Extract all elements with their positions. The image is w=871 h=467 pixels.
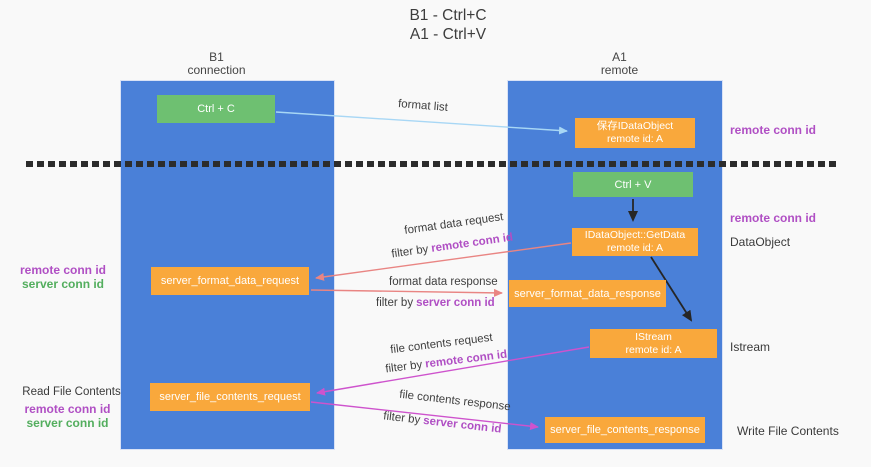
node-idataobject-getdata: IDataObject::GetData remote id: A [572,228,698,256]
label-group-conn-ids-top: remote conn id server conn id [8,263,118,291]
node-save-idataobject: 保存IDataObject remote id: A [575,118,695,148]
label-server-conn-id-left-bottom: server conn id [26,415,109,430]
filter-by-text: filter by [384,358,423,376]
label-remote-conn-id-left-bottom: remote conn id [24,402,111,416]
node-ctrl-c: Ctrl + C [157,95,275,123]
lane-b1-subtitle: connection [187,63,246,77]
diagram-title: B1 - Ctrl+C A1 - Ctrl+V [298,6,598,44]
getdata-line1: IDataObject::GetData [584,229,686,241]
node-server-format-data-response: server_format_data_response [509,280,666,307]
label-file-contents-response: file contents response [398,388,512,414]
node-istream: IStream remote id: A [590,329,717,358]
label-write-file-contents: Write File Contents [737,424,839,438]
ctrl-c-label: Ctrl + C [197,103,235,115]
lane-a1-subtitle: remote [600,63,639,77]
remote-conn-id-text: remote conn id [430,231,514,255]
dashed-separator-line [26,161,837,167]
title-line-2: A1 - Ctrl+V [409,26,487,43]
label-remote-conn-id-right-top: remote conn id [730,123,817,137]
getdata-line2: remote id: A [606,242,664,254]
istream-line1: IStream [635,330,672,343]
title-line-1: B1 - Ctrl+C [409,7,487,24]
label-remote-conn-id-right-mid: remote conn id [730,211,817,225]
lane-a1-title: A1 [612,50,627,64]
server-conn-id-text: server conn id [416,297,495,309]
node-server-file-contents-request: server_file_contents_request [150,383,310,411]
label-format-data-request: format data request [403,211,505,237]
node-server-file-contents-response: server_file_contents_response [545,417,705,443]
label-format-data-response: format data response [389,276,498,288]
server-file-contents-response-label: server_file_contents_response [550,424,700,436]
label-group-conn-ids-bottom: remote conn id server conn id [8,402,127,430]
lane-header-b1: B1 connection [109,51,324,77]
save-idataobject-line2: remote id: A [606,133,664,145]
label-server-conn-id-left-top: server conn id [21,276,105,291]
label-format-list: format list [397,98,449,114]
lane-header-a1: A1 remote [512,51,727,77]
remote-conn-id-text: remote conn id [424,348,508,371]
save-idataobject-line1: 保存IDataObject [596,120,674,132]
filter-by-text: filter by [382,410,421,427]
label-remote-conn-id-left-top: remote conn id [19,263,106,277]
server-format-data-request-label: server_format_data_request [160,275,300,287]
filter-by-text: filter by [376,297,414,309]
label-istream-side: Istream [730,340,771,354]
server-conn-id-text: server conn id [422,414,503,436]
server-format-data-response-label: server_format_data_response [514,287,661,300]
label-read-file-contents: Read File Contents [22,386,121,398]
istream-line2: remote id: A [625,343,682,356]
node-ctrl-v: Ctrl + V [573,172,693,197]
ctrl-v-label: Ctrl + V [614,178,652,191]
filter-by-text: filter by [390,243,430,261]
label-dataobject: DataObject [730,235,791,249]
server-file-contents-request-label: server_file_contents_request [159,391,301,403]
node-server-format-data-request: server_format_data_request [151,267,309,295]
lane-b1-title: B1 [209,50,224,64]
arrow-format-data-response [310,288,503,297]
